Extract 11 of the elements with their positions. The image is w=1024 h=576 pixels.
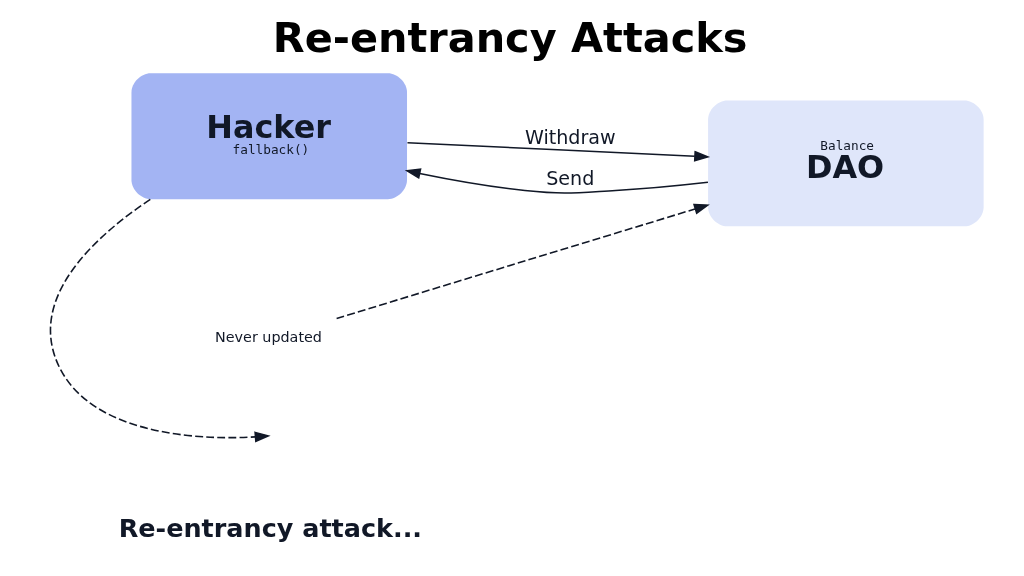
- diagram-title: Re-entrancy Attacks: [272, 14, 747, 63]
- arrow: [49, 198, 271, 443]
- label: Re-entrancy attack...: [118, 513, 422, 544]
- node-box: Hacker fallback(): [130, 73, 407, 200]
- arrow: [404, 168, 709, 194]
- arrow: [406, 141, 710, 162]
- edge-label: Withdraw: [524, 125, 616, 149]
- node-box: Balance DAO: [707, 100, 984, 227]
- edge-label: Send: [545, 167, 594, 191]
- arrow: [335, 203, 710, 320]
- node-text: Never updated: [214, 329, 322, 346]
